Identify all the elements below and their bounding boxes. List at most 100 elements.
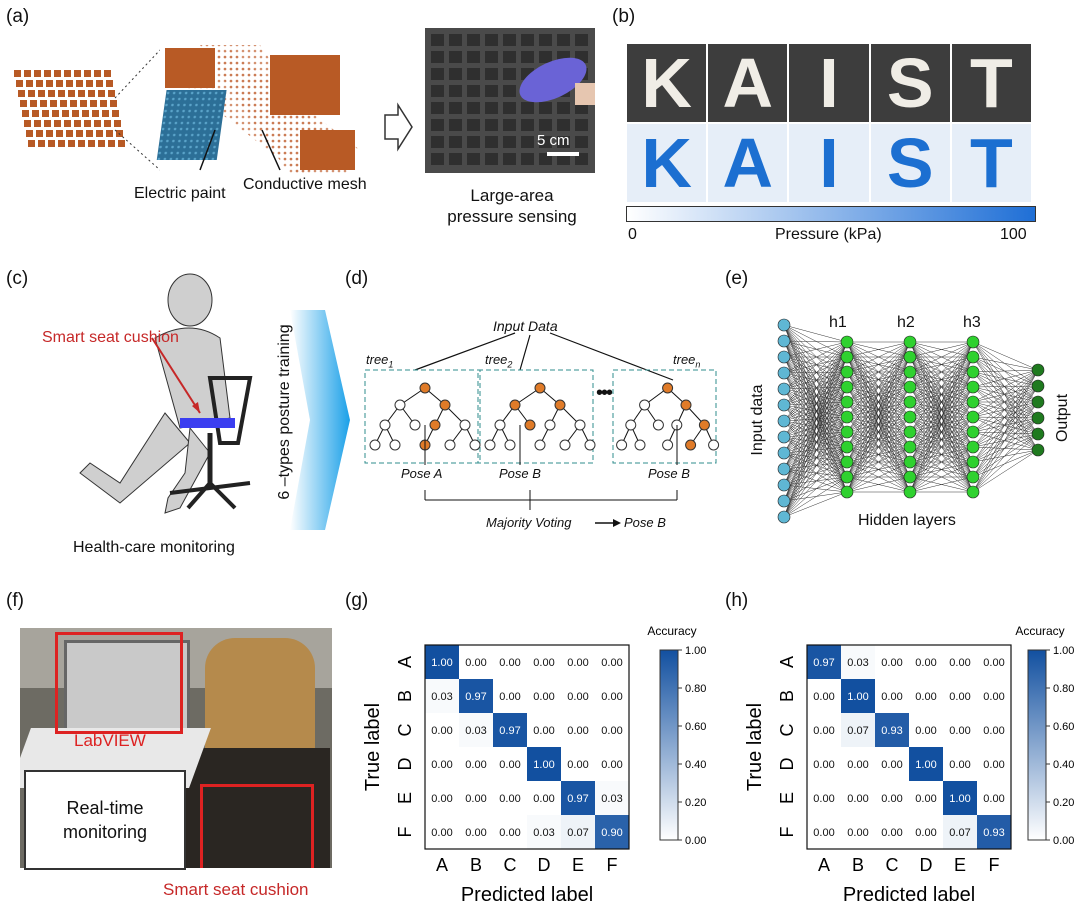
cm-cell-value: 0.93 [881, 725, 902, 737]
cm-cell [425, 645, 459, 679]
cm-cell-value: 0.00 [465, 657, 486, 669]
x-axis-label: Predicted label [461, 884, 593, 903]
cm-cell [561, 781, 595, 815]
cm-cell-value: 0.00 [813, 793, 834, 805]
cm-cell [595, 781, 629, 815]
accuracy-colorbar [659, 649, 679, 841]
cm-cell-value: 0.00 [465, 827, 486, 839]
cm-cell-value: 0.00 [847, 793, 868, 805]
cm-cell [841, 679, 875, 713]
cm-cell-value: 0.00 [499, 691, 520, 703]
cm-cell-value: 0.03 [601, 793, 622, 805]
cm-cell-value: 0.00 [881, 691, 902, 703]
cm-cell-value: 0.00 [499, 793, 520, 805]
cm-cell [875, 815, 909, 849]
cm-cell-value: 0.00 [881, 657, 902, 669]
letter-heatmap-t: T [951, 124, 1031, 202]
cm-cell [807, 747, 841, 781]
cm-cell [459, 747, 493, 781]
h3-label: h3 [963, 314, 981, 331]
cm-cell [807, 679, 841, 713]
cm-cell-value: 0.00 [813, 827, 834, 839]
cm-cell-value: 0.97 [465, 691, 486, 703]
cm-cell [561, 645, 595, 679]
x-tick-label: C [504, 855, 517, 875]
cm-cell-value: 0.00 [533, 793, 554, 805]
realtime-monitoring-box: Real-time monitoring [24, 770, 186, 870]
caption-health-care: Health-care monitoring [73, 539, 235, 556]
cm-cell-value: 0.07 [949, 827, 970, 839]
cm-cell-value: 0.00 [499, 657, 520, 669]
cm-cell [595, 747, 629, 781]
cm-cell [561, 679, 595, 713]
cm-cell [807, 815, 841, 849]
cm-cell [561, 713, 595, 747]
colorbar-tick: 0.40 [1053, 759, 1074, 771]
panel-g-tag: (g) [345, 590, 369, 611]
cm-cell [977, 679, 1011, 713]
cm-cell [595, 645, 629, 679]
input-data-axis-label: Input data [749, 384, 766, 456]
cm-cell [875, 679, 909, 713]
colorbar-tick: 1.00 [685, 645, 706, 657]
x-tick-label: C [886, 855, 899, 875]
cm-cell-value: 1.00 [533, 759, 554, 771]
cm-cell [875, 645, 909, 679]
hidden-layers-label: Hidden layers [858, 512, 956, 529]
cm-cell-value: 0.00 [949, 691, 970, 703]
cm-cell-value: 0.00 [983, 657, 1004, 669]
colorbar-tick: 0.60 [1053, 721, 1074, 733]
cm-cell [943, 781, 977, 815]
colorbar-min: 0 [628, 226, 637, 243]
cm-cell [943, 747, 977, 781]
letter-photo-i: I [789, 44, 869, 122]
letter-heatmap-i: I [789, 124, 869, 202]
y-tick-label: A [395, 656, 415, 668]
training-arrow-text: 6 –types posture training [276, 324, 293, 500]
cm-cell [943, 645, 977, 679]
panel-a-tag: (a) [6, 6, 30, 27]
majority-voting-label: Majority Voting [486, 515, 572, 530]
cm-cell-value: 0.00 [533, 657, 554, 669]
cm-cell-value: 0.00 [949, 725, 970, 737]
cm-cell [459, 815, 493, 849]
label-conductive-mesh: Conductive mesh [243, 176, 367, 193]
cm-cell [807, 645, 841, 679]
h2-label: h2 [897, 314, 915, 331]
confusion-matrix-h: 0.97 0.03 0.00 0.00 0.00 0.00 0.00 1.00 0.00 0.00… [744, 624, 1074, 903]
cm-cell-value: 0.00 [601, 691, 622, 703]
letter-photo-a: A [708, 44, 788, 122]
setup-photo [20, 628, 332, 868]
cm-cell-value: 0.97 [813, 657, 834, 669]
cm-cell [977, 815, 1011, 849]
cm-cell [561, 815, 595, 849]
h1-label: h1 [829, 314, 847, 331]
cm-cell [459, 781, 493, 815]
cm-cell-value: 0.00 [431, 793, 452, 805]
labview-highlight-box [55, 632, 183, 734]
cm-cell [493, 815, 527, 849]
training-arrow-text-box: 6 –types posture training [276, 292, 294, 532]
accuracy-colorbar [1027, 649, 1047, 841]
cm-cell [909, 645, 943, 679]
cm-cell-value: 0.03 [847, 657, 868, 669]
cm-cell [943, 815, 977, 849]
random-forest-diagram [364, 332, 720, 527]
cm-cell-value: 1.00 [431, 657, 452, 669]
cm-cell-value: 0.00 [813, 691, 834, 703]
cm-cell-value: 0.07 [847, 725, 868, 737]
cm-cell-value: 1.00 [949, 793, 970, 805]
cm-cell-value: 0.00 [431, 827, 452, 839]
confusion-matrix-g: 1.00 0.00 0.00 0.00 0.00 0.00 0.03 0.97 0.00 0.00… [362, 624, 706, 903]
cm-cell [425, 781, 459, 815]
cm-cell [875, 747, 909, 781]
panel-b-tag: (b) [612, 6, 636, 27]
x-tick-label: D [920, 855, 933, 875]
x-tick-label: E [572, 855, 584, 875]
x-tick-label: B [470, 855, 482, 875]
cm-cell [493, 645, 527, 679]
cm-cell [459, 645, 493, 679]
y-axis-label: True label [744, 703, 766, 791]
label-electric-paint: Electric paint [134, 185, 226, 202]
panel-a-illustration [14, 40, 413, 180]
